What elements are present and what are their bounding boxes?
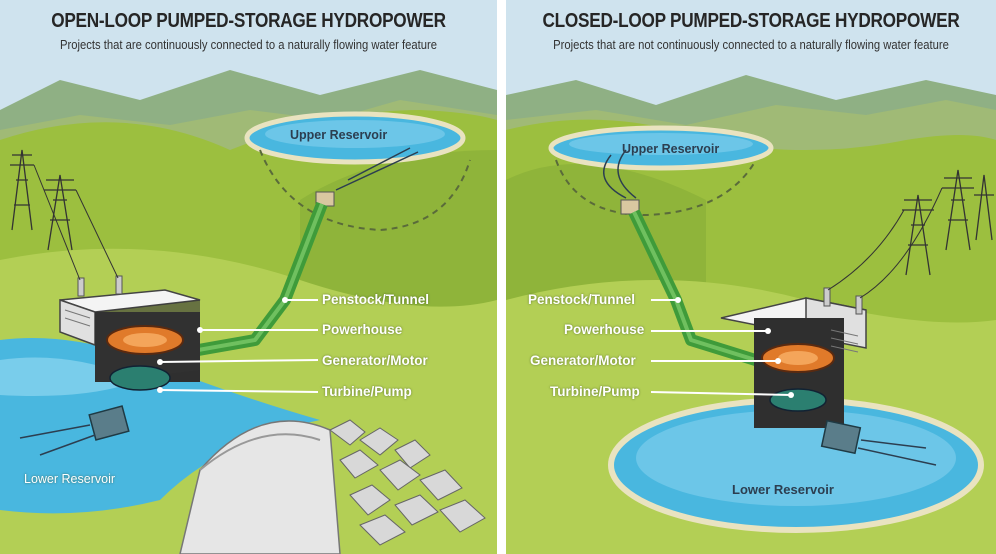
upper-reservoir-label: Upper Reservoir	[622, 142, 720, 156]
transmission-towers	[10, 149, 76, 251]
powerhouse-label: Powerhouse	[564, 322, 645, 337]
turbine-label: Turbine/Pump	[322, 384, 412, 399]
open-loop-scene	[0, 70, 497, 554]
lower-reservoir-label: Lower Reservoir	[732, 482, 834, 497]
open-loop-panel: OPEN-LOOP PUMPED-STORAGE HYDROPOWER Proj…	[0, 0, 497, 554]
generator-label: Generator/Motor	[322, 353, 428, 368]
powerhouse-label: Powerhouse	[322, 322, 403, 337]
turbine-label: Turbine/Pump	[550, 384, 640, 399]
dashed-outline	[259, 149, 471, 232]
leader-lines	[650, 299, 792, 396]
closed-loop-panel: CLOSED-LOOP PUMPED-STORAGE HYDROPOWER Pr…	[506, 0, 996, 554]
transmission-towers	[902, 169, 994, 276]
panel-subtitle: Projects that are not continuously conne…	[553, 38, 949, 52]
penstock-label: Penstock/Tunnel	[322, 292, 430, 307]
penstock-label: Penstock/Tunnel	[528, 292, 636, 307]
panel-title: CLOSED-LOOP PUMPED-STORAGE HYDROPOWER	[542, 10, 960, 32]
lower-intake	[88, 405, 130, 441]
panel-title: OPEN-LOOP PUMPED-STORAGE HYDROPOWER	[51, 10, 446, 32]
lower-reservoir-label: Lower Reservoir	[24, 472, 116, 486]
upper-reservoir-label: Upper Reservoir	[290, 128, 388, 142]
panel-divider	[497, 0, 506, 554]
rocks	[329, 419, 486, 546]
leader-lines	[159, 299, 319, 393]
generator-label: Generator/Motor	[530, 353, 636, 368]
closed-loop-scene	[506, 75, 996, 554]
dashed-outline	[555, 159, 757, 217]
lower-intake	[820, 419, 862, 455]
panel-subtitle: Projects that are continuously connected…	[59, 38, 438, 52]
powerhouse-building	[720, 287, 867, 428]
